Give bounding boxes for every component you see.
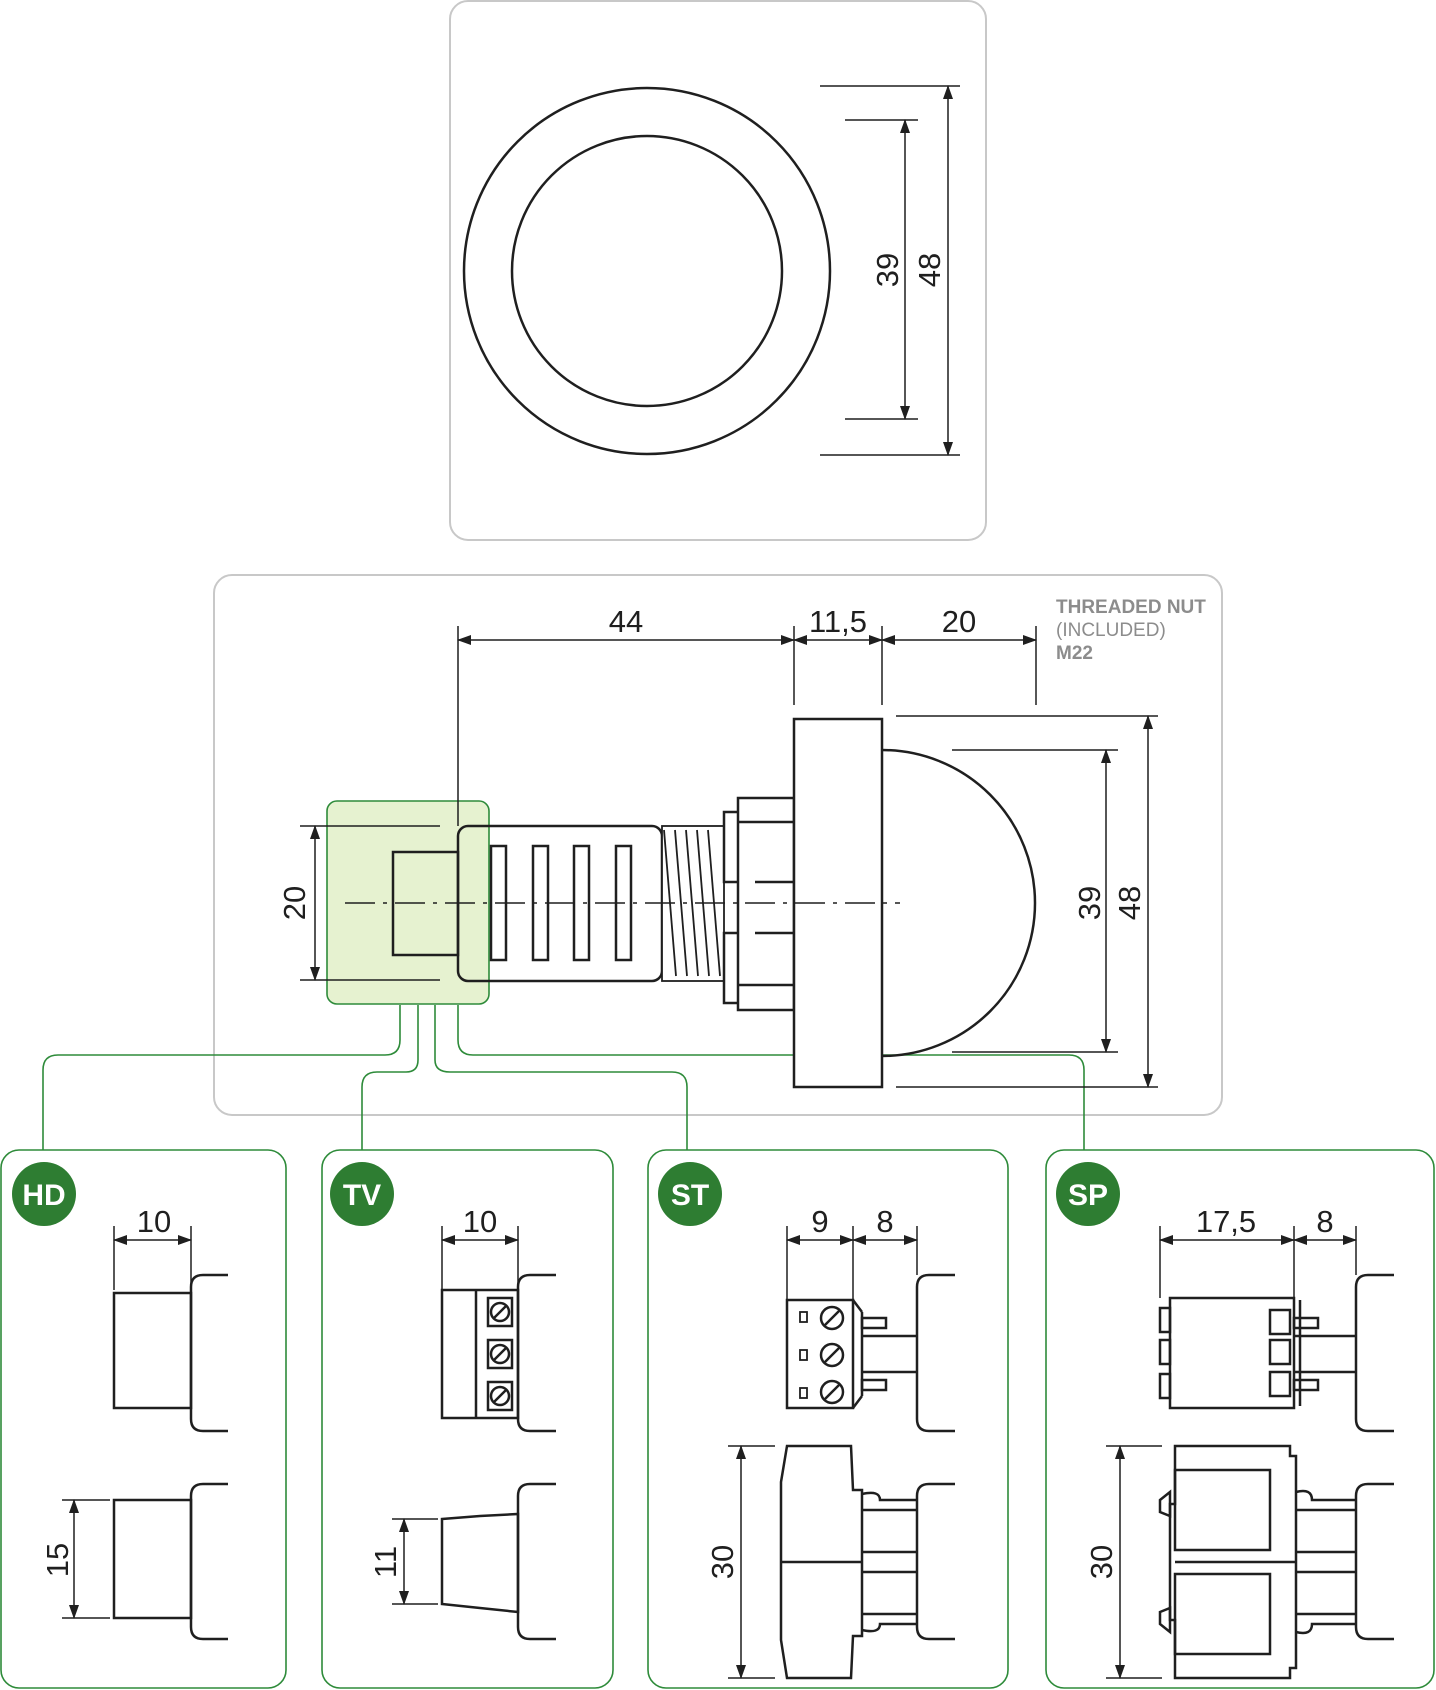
front-view-frame [449, 0, 987, 541]
nut-note-line3: M22 [1056, 643, 1093, 664]
outer-ring [462, 86, 832, 456]
connector-top [112, 1498, 193, 1620]
connector-leaders [42, 1005, 1085, 1150]
variant-bottom-dim: 11 [368, 1546, 403, 1578]
inner-lens [510, 134, 784, 408]
variant-code: SP [1068, 1179, 1108, 1212]
variant-top-dim: 10 [463, 1204, 497, 1239]
cap-diameter-label: 39 [1072, 886, 1107, 920]
variant-code: TV [343, 1179, 381, 1212]
flange-width-label: 11,5 [809, 604, 867, 639]
variant-top-dim: 9 [811, 1204, 828, 1239]
front-view: 39 48 [449, 0, 987, 541]
variant-bottom-dim: 15 [40, 1543, 75, 1577]
screw-terminal [440, 1288, 520, 1420]
variant-sp-panel: SP 17,5 8 30 [1045, 1149, 1435, 1689]
variant-tv-panel: TV 10 11 [321, 1149, 614, 1689]
variant-top-dim: 8 [1316, 1204, 1333, 1239]
variant-frame [1045, 1149, 1435, 1689]
cap-depth-label: 20 [942, 604, 976, 639]
pluggable-terminal [785, 1298, 917, 1410]
body-outline [1354, 1482, 1394, 1641]
variant-top-dim: 17,5 [1196, 1204, 1256, 1239]
body-outline [915, 1273, 955, 1433]
variant-badge [12, 1162, 76, 1226]
body-outline [516, 1273, 556, 1433]
front-inner-diameter-label: 39 [870, 253, 905, 287]
variant-st-panel: ST 9 8 30 [647, 1149, 1009, 1689]
variant-hd-panel: HD 10 15 [0, 1149, 287, 1689]
pluggable-terminal-top [779, 1444, 917, 1680]
variant-code: ST [671, 1179, 709, 1212]
variant-bottom-dim: 30 [705, 1545, 740, 1579]
front-outer-diameter-label: 48 [912, 253, 947, 287]
variant-badge [658, 1162, 722, 1226]
body-outline [516, 1482, 556, 1641]
body-length-label: 44 [609, 604, 643, 639]
variant-code: HD [22, 1179, 65, 1212]
spring-terminal [1158, 1296, 1356, 1410]
nut-note-line1: THREADED NUT [1056, 597, 1206, 618]
variant-frame [321, 1149, 614, 1689]
rear-height-label: 20 [277, 886, 312, 920]
side-view: 44 11,5 20 THREADED NUT (INCLUDED) M22 2… [42, 574, 1223, 1150]
variant-badge [1056, 1162, 1120, 1226]
threaded-nut [722, 796, 796, 1012]
connector-top [440, 1512, 520, 1614]
nut-note-line2: (INCLUDED) [1056, 620, 1166, 641]
dome-cap [881, 748, 1037, 1058]
variant-frame [0, 1149, 287, 1689]
body-outline [189, 1273, 228, 1433]
spring-terminal-top [1158, 1444, 1356, 1680]
variant-top-dim: 8 [876, 1204, 893, 1239]
body-outline [1354, 1273, 1394, 1433]
body-outline [189, 1482, 228, 1641]
flange-diameter-label: 48 [1112, 886, 1147, 920]
body-outline [915, 1482, 955, 1641]
connector-side [112, 1291, 193, 1410]
variant-top-dim: 10 [137, 1204, 171, 1239]
variant-frame [647, 1149, 1009, 1689]
variant-badge [330, 1162, 394, 1226]
side-view-frame [213, 574, 1223, 1116]
variant-bottom-dim: 30 [1084, 1545, 1119, 1579]
